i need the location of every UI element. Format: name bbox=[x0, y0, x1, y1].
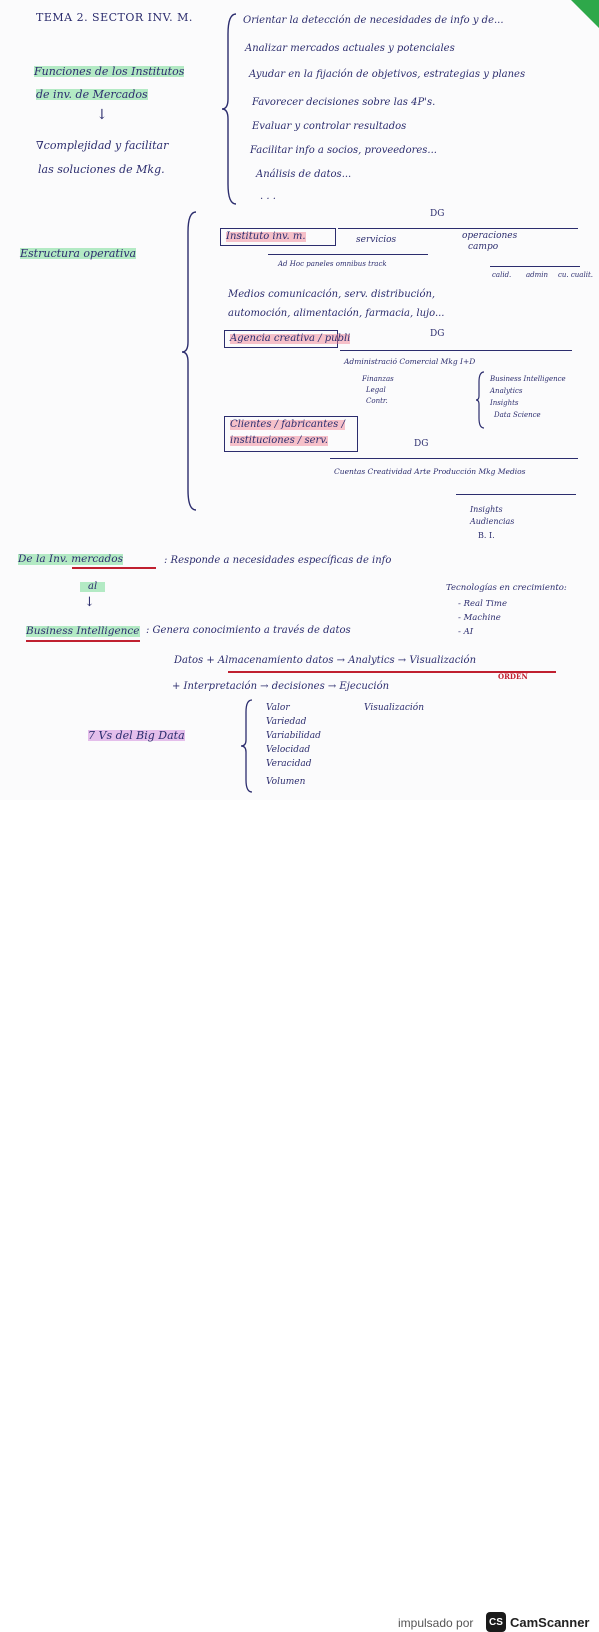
v-item: Volumen bbox=[266, 777, 306, 787]
big-data-title: 7 Vs del Big Data bbox=[88, 729, 185, 742]
agencia-branches: Administració Comercial Mkg I+D bbox=[344, 357, 476, 366]
funciones-title-line1: Funciones de los Institutos bbox=[34, 65, 185, 78]
clientes-box bbox=[224, 416, 358, 452]
funcion-item: Análisis de datos... bbox=[256, 169, 352, 180]
notebook-page: TEMA 2. SECTOR INV. M. Funciones de los … bbox=[0, 0, 599, 800]
funcion-item: Analizar mercados actuales y potenciales bbox=[245, 43, 455, 54]
clientes-branch-line bbox=[330, 458, 578, 460]
funciones-brace bbox=[221, 13, 237, 205]
bi-brace bbox=[475, 371, 485, 429]
bi-item: Insights bbox=[490, 399, 519, 407]
definicion-label: De la Inv. mercados bbox=[18, 553, 123, 565]
camscanner-logo-icon: CS bbox=[486, 1612, 506, 1632]
mkg-item: B. I. bbox=[478, 531, 495, 540]
v-item: Veracidad bbox=[266, 759, 312, 769]
servicios-label: servicios bbox=[356, 235, 397, 245]
finanzas-item: Legal bbox=[366, 386, 386, 394]
admin-label: admin bbox=[526, 271, 549, 279]
mkg-sub-line bbox=[456, 494, 576, 496]
instituto-box bbox=[220, 228, 336, 246]
definicion-al: al bbox=[80, 582, 106, 592]
mkg-item: Audiencias bbox=[470, 517, 515, 526]
definicion-underline bbox=[72, 567, 156, 569]
finanzas-item: Finanzas bbox=[362, 375, 394, 383]
funciones-sub-line1: ∇complejidad y facilitar bbox=[36, 139, 169, 152]
clientes-dg: DG bbox=[414, 439, 429, 449]
camscanner-brand: CamScanner bbox=[510, 1615, 590, 1630]
v-item: Valor bbox=[266, 703, 290, 713]
page-header: TEMA 2. SECTOR INV. M. bbox=[36, 11, 193, 24]
cualit-label: cu. cualit. bbox=[558, 271, 593, 279]
mkg-item: Insights bbox=[470, 505, 503, 514]
bi-label: Business Intelligence bbox=[26, 625, 140, 637]
clientes-label-1: Clientes / fabricantes / bbox=[230, 419, 345, 430]
operaciones-sub-line bbox=[490, 266, 580, 268]
funcion-item: . . . bbox=[260, 191, 276, 202]
agencia-label: Agencia creativa / publi bbox=[230, 333, 351, 344]
funciones-sub-line2: las soluciones de Mkg. bbox=[38, 163, 165, 176]
operaciones-label-1: operaciones bbox=[462, 231, 518, 241]
servicios-sub-line bbox=[268, 254, 428, 256]
green-page-corner bbox=[571, 0, 599, 28]
big-data-brace bbox=[240, 699, 253, 793]
v-item: Velocidad bbox=[266, 745, 311, 755]
agencia-box bbox=[224, 330, 338, 348]
estructura-title: Estructura operativa bbox=[20, 247, 137, 260]
agencia-dg: DG bbox=[430, 329, 445, 339]
tech-item: - AI bbox=[458, 627, 474, 637]
definicion-arrow: ↓ bbox=[84, 595, 95, 610]
flow-underline bbox=[228, 671, 556, 673]
tech-item: - Real Time bbox=[458, 599, 507, 609]
funcion-item: Evaluar y controlar resultados bbox=[252, 121, 407, 132]
bi-item: Data Science bbox=[494, 411, 541, 419]
instituto-dg: DG bbox=[430, 209, 445, 219]
bi-item: Business Intelligence bbox=[490, 375, 566, 383]
flow-line-1: Datos + Almacenamiento datos → Analytics… bbox=[174, 655, 477, 666]
visualizacion-item: Visualización bbox=[364, 703, 424, 713]
orden-label: ORDEN bbox=[498, 672, 528, 681]
impulsado-label: impulsado por bbox=[398, 1616, 474, 1630]
definicion-text: : Responde a necesidades específicas de … bbox=[164, 555, 392, 566]
v-item: Variabilidad bbox=[266, 731, 321, 741]
funciones-title-line2: de inv. de Mercados bbox=[36, 88, 148, 101]
scanner-footer: impulsado por CS CamScanner bbox=[0, 800, 599, 1632]
clientes-branches: Cuentas Creatividad Arte Producción Mkg … bbox=[334, 467, 526, 476]
tech-item: - Machine bbox=[458, 613, 501, 623]
medios-line2: automoción, alimentación, farmacia, lujo… bbox=[228, 308, 445, 319]
finanzas-item: Contr. bbox=[366, 397, 388, 405]
funcion-item: Favorecer decisiones sobre las 4P's. bbox=[252, 97, 436, 108]
bi-text: : Genera conocimiento a través de datos bbox=[146, 625, 351, 636]
calid-label: calid. bbox=[492, 271, 512, 279]
flow-line-2: + Interpretación → decisiones → Ejecució… bbox=[172, 681, 390, 692]
bi-underline bbox=[26, 640, 140, 642]
bi-item: Analytics bbox=[490, 387, 523, 395]
adhoc-types: Ad Hoc paneles omnibus track bbox=[278, 260, 387, 268]
agencia-branch-line bbox=[340, 350, 572, 352]
v-item: Variedad bbox=[266, 717, 307, 727]
tech-title: Tecnologías en crecimiento: bbox=[446, 583, 567, 593]
medios-line1: Medios comunicación, serv. distribución, bbox=[228, 289, 436, 300]
funcion-item: Facilitar info a socios, proveedores... bbox=[250, 145, 437, 156]
funciones-arrow: ↓ bbox=[96, 107, 108, 123]
instituto-label: Instituto inv. m. bbox=[226, 231, 306, 242]
operaciones-label-2: campo bbox=[468, 242, 499, 252]
clientes-label-2: instituciones / serv. bbox=[230, 435, 328, 446]
estructura-brace bbox=[181, 211, 197, 511]
funcion-item: Orientar la detección de necesidades de … bbox=[243, 15, 504, 26]
funcion-item: Ayudar en la fijación de objetivos, estr… bbox=[249, 69, 526, 80]
instituto-branch-line bbox=[338, 228, 578, 230]
